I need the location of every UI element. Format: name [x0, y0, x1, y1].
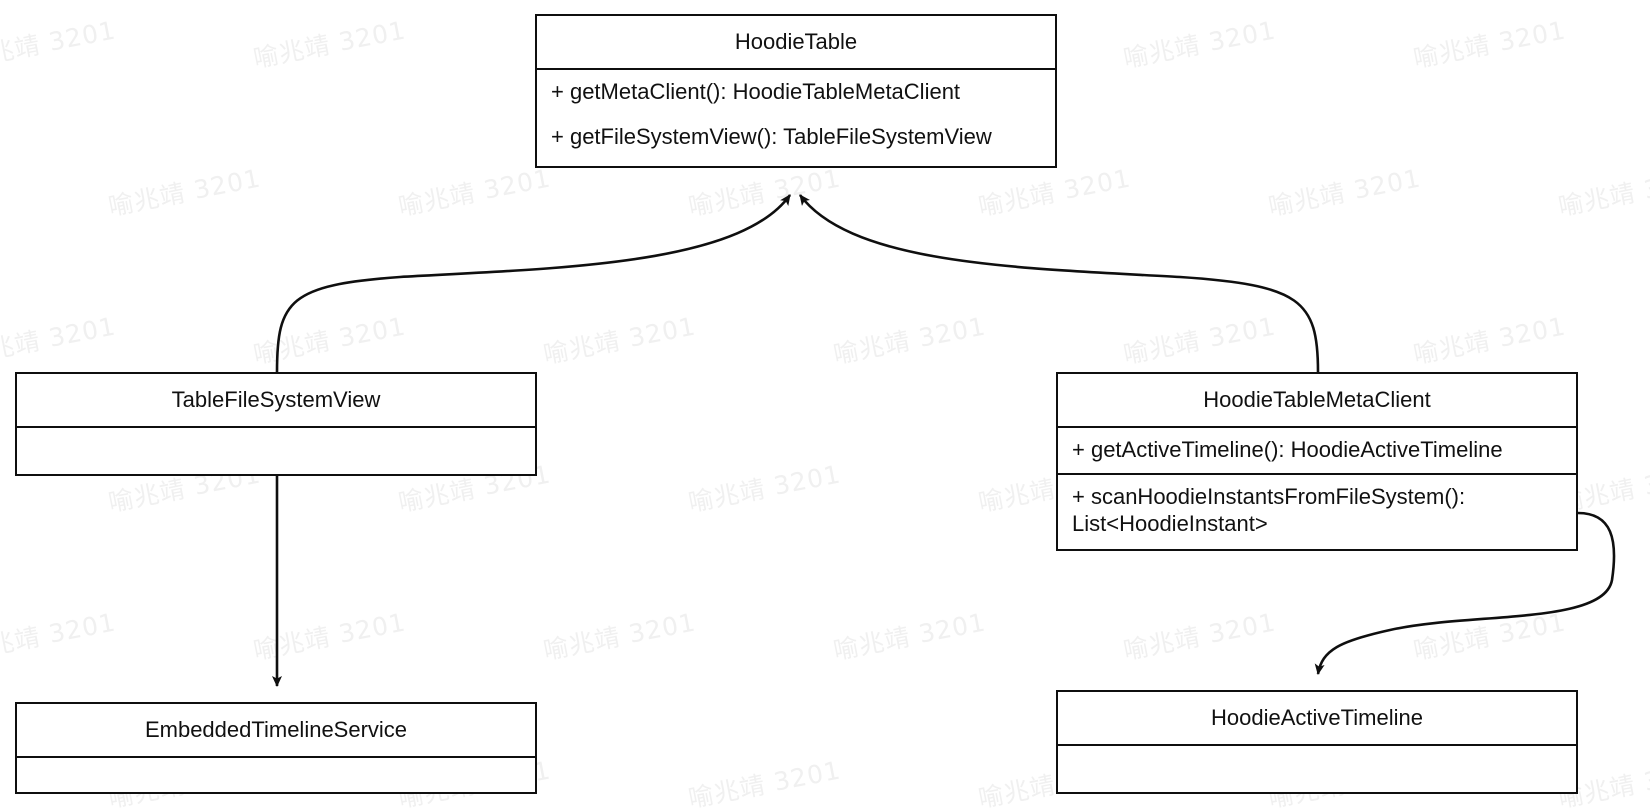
uml-members-section — [17, 756, 535, 794]
watermark-text: 喻兆靖 3201 — [395, 163, 554, 222]
watermark-text: 喻兆靖 3201 — [975, 163, 1134, 222]
uml-members-section — [17, 426, 535, 476]
watermark-text: 喻兆靖 3201 — [540, 607, 699, 666]
uml-class-name: HoodieTable — [734, 29, 858, 55]
watermark-text: 喻兆靖 3201 — [0, 311, 119, 370]
uml-members-section — [1058, 744, 1576, 794]
uml-class-embedded-timeline-service[interactable]: EmbeddedTimelineService — [15, 702, 537, 794]
watermark-text: 喻兆靖 3201 — [1410, 607, 1569, 666]
uml-member: + getActiveTimeline(): HoodieActiveTimel… — [1072, 437, 1503, 462]
uml-class-hoodie-active-timeline[interactable]: HoodieActiveTimeline — [1056, 690, 1578, 794]
uml-member: + getFileSystemView(): TableFileSystemVi… — [551, 123, 992, 149]
watermark-text: 喻兆靖 3201 — [1410, 15, 1569, 74]
watermark-text: 喻兆靖 3201 — [0, 607, 119, 666]
uml-class-hoodie-table[interactable]: HoodieTable + getMetaClient(): HoodieTabl… — [535, 14, 1057, 168]
uml-class-name: EmbeddedTimelineService — [144, 717, 408, 743]
uml-class-name: TableFileSystemView — [171, 387, 381, 413]
watermark-text: 喻兆靖 3201 — [250, 15, 409, 74]
watermark-text: 喻兆靖 3201 — [830, 311, 989, 370]
watermark-text: 喻兆靖 3201 — [1555, 163, 1650, 222]
watermark-text: 喻兆靖 3201 — [1410, 311, 1569, 370]
connector-tfsv-to-hoodietable — [275, 194, 792, 373]
watermark-text: 喻兆靖 3201 — [685, 163, 844, 222]
watermark-text: 喻兆靖 3201 — [540, 311, 699, 370]
watermark-text: 喻兆靖 3201 — [685, 459, 844, 518]
watermark-text: 喻兆靖 3201 — [685, 755, 844, 812]
uml-member: + getMetaClient(): HoodieTableMetaClient — [551, 79, 961, 104]
watermark-text: 喻兆靖 3201 — [105, 163, 264, 222]
watermark-text: 喻兆靖 3201 — [250, 607, 409, 666]
connector-metaclient-to-hoodietable — [798, 194, 1320, 373]
uml-members-section: + getMetaClient(): HoodieTableMetaClient… — [537, 68, 1055, 168]
uml-member: + scanHoodieInstantsFromFileSystem(): Li… — [1058, 472, 1576, 547]
watermark-text: 喻兆靖 3201 — [1120, 311, 1279, 370]
watermark-text: 喻兆靖 3201 — [1120, 607, 1279, 666]
uml-class-table-file-system-view[interactable]: TableFileSystemView — [15, 372, 537, 476]
watermark-text: 喻兆靖 3201 — [830, 607, 989, 666]
uml-class-name: HoodieActiveTimeline — [1211, 705, 1423, 731]
uml-members-section: + getActiveTimeline(): HoodieActiveTimel… — [1058, 426, 1576, 551]
uml-class-name: HoodieTableMetaClient — [1203, 387, 1431, 413]
watermark-text: 喻兆靖 3201 — [0, 15, 119, 74]
uml-class-hoodie-table-meta-client[interactable]: HoodieTableMetaClient + getActiveTimeline… — [1056, 372, 1578, 551]
watermark-text: 喻兆靖 3201 — [1120, 15, 1279, 74]
watermark-text: 喻兆靖 3201 — [250, 311, 409, 370]
watermark-text: 喻兆靖 3201 — [1265, 163, 1424, 222]
